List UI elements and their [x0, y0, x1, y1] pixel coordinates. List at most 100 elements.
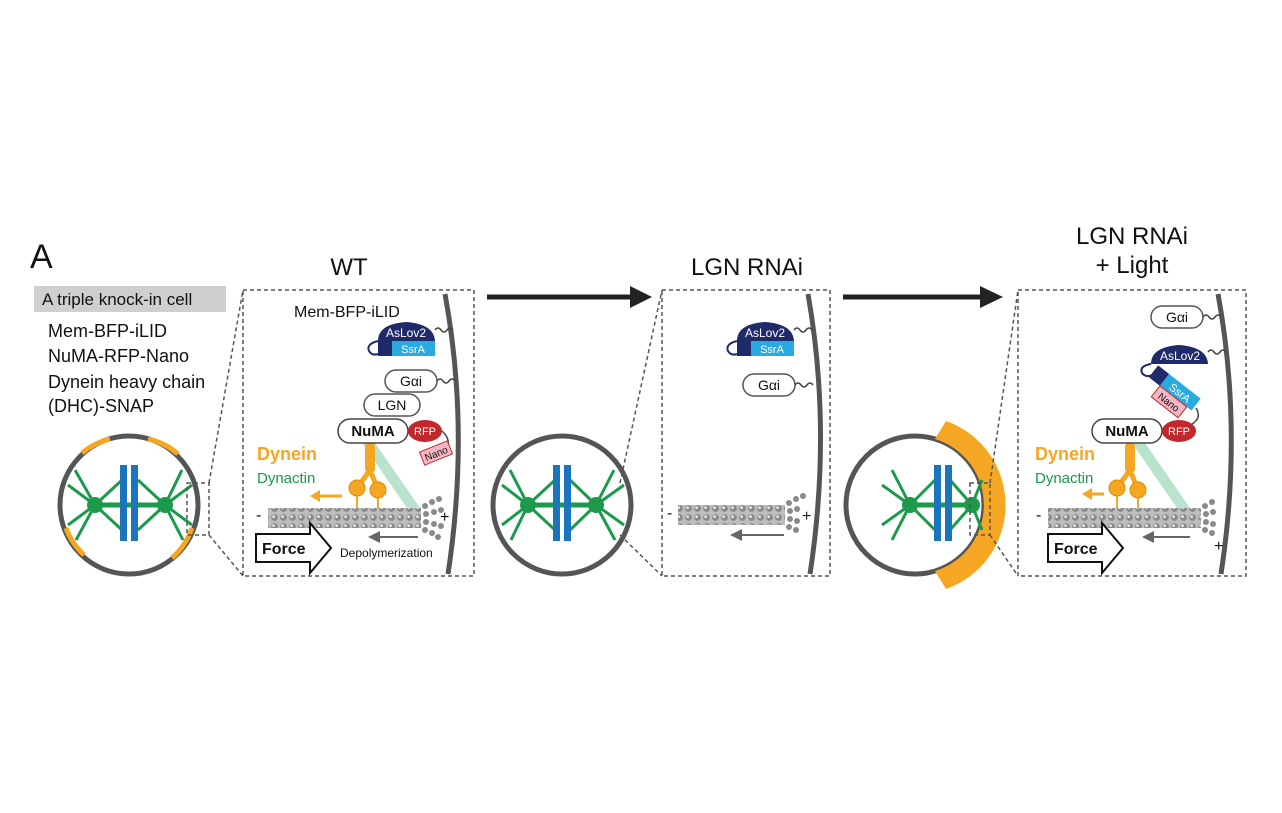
ssra-dark-block [737, 341, 751, 356]
dynactin-label: Dynactin [1035, 470, 1093, 487]
anchor-squiggle [436, 378, 456, 384]
zoom-region [186, 482, 210, 536]
mt-minus-end: - [256, 507, 261, 524]
ssra-label: SsrA [760, 344, 785, 356]
cell-membrane [57, 433, 201, 577]
force-label: Force [1054, 541, 1098, 558]
dynein-motion-arrowhead [310, 490, 320, 502]
cortex-membrane [1215, 293, 1234, 575]
spindle-pole [520, 497, 536, 513]
ssra-domain [751, 341, 794, 356]
galphai-label: Gαi [1166, 309, 1188, 325]
panel-title-light-2: + Light [1096, 252, 1169, 279]
microtubule [1048, 508, 1201, 528]
ilid-tether [1140, 363, 1153, 378]
microtubule-frayed-end [1202, 499, 1216, 536]
panel-letter: A [30, 238, 53, 276]
cell-membrane [490, 433, 634, 577]
transition-arrowhead [980, 286, 1003, 308]
cortex-membrane [442, 293, 461, 575]
anchor-squiggle [794, 382, 814, 388]
galphai-label: Gαi [400, 373, 422, 389]
anchor-squiggle [1202, 314, 1222, 320]
zoom-line [619, 534, 663, 577]
ssra-domain [392, 341, 435, 356]
ssra-domain [1159, 374, 1201, 411]
ilid-tether [726, 340, 738, 356]
aslov2-domain [737, 322, 794, 341]
mt-minus-end: - [667, 505, 672, 522]
cortex-membrane [805, 293, 824, 575]
spindle-pole [588, 497, 604, 513]
chromosome-plate [945, 465, 952, 541]
panel-title-rnai: LGN RNAi [691, 254, 803, 281]
spindle-pole [964, 497, 980, 513]
lgn-protein [363, 393, 421, 417]
anchor-squiggle [434, 327, 454, 333]
zoom-line [989, 289, 1019, 484]
anchor-squiggle [1207, 349, 1227, 355]
aslov2-domain [378, 322, 435, 341]
dynein-motor [348, 443, 387, 508]
mt-plus-end: + [802, 508, 811, 525]
nano-tag [418, 440, 454, 466]
nano-linker [1191, 407, 1199, 425]
mt-plus-end: + [440, 509, 449, 526]
mt-minus-end: - [1036, 507, 1041, 524]
aslov2-label: AsLov2 [745, 326, 785, 340]
cell-wt [57, 433, 210, 577]
panel-title-wt: WT [330, 254, 368, 281]
legend: A triple knock-in cell Mem-BFP-iLID NuMA… [34, 286, 226, 416]
zoom-box-light [1017, 289, 1247, 577]
mt-plus-end: + [1214, 538, 1223, 555]
dynein-label: Dynein [257, 444, 317, 464]
zoom-line [208, 534, 244, 577]
depolymerization-label: Depolymerization [340, 546, 433, 560]
cortical-dynein-arc [147, 436, 180, 456]
cortical-dynein-crescent [935, 421, 1006, 589]
depolymerization-arrowhead [730, 529, 742, 541]
dynactin-label: Dynactin [257, 470, 315, 487]
lgn-label: LGN [378, 397, 407, 413]
depolymerization-arrowhead [1142, 531, 1154, 543]
spindle-pole [157, 497, 173, 513]
rfp-tag [408, 420, 442, 442]
ilid-tether [367, 340, 379, 356]
microtubule-frayed-end [786, 493, 806, 533]
zoom-box-wt [242, 289, 475, 577]
ssra-dark-block [378, 341, 392, 356]
nano-tag [1150, 385, 1188, 419]
aslov2-domain [1151, 345, 1208, 364]
dynein-motor [1108, 443, 1147, 508]
rfp-label: RFP [1168, 426, 1190, 438]
transition-arrowhead [630, 286, 652, 308]
aslov2-label: AsLov2 [386, 326, 426, 340]
dynein-label: Dynein [1035, 444, 1095, 464]
legend-line-2: NuMA-RFP-Nano [48, 346, 189, 366]
zoom-line [208, 289, 244, 484]
legend-line-4: (DHC)-SNAP [48, 396, 154, 416]
force-label: Force [262, 541, 306, 558]
zoom-line [619, 289, 663, 484]
cell-light [843, 421, 1006, 589]
dynactin-complex [1132, 443, 1190, 508]
legend-title: A triple knock-in cell [42, 290, 192, 309]
zoom-box-rnai [661, 289, 831, 577]
numa-label: NuMA [351, 423, 394, 440]
force-arrow [255, 520, 333, 576]
chromosome-plate [564, 465, 571, 541]
mem-label: Mem-BFP-iLID [294, 304, 400, 321]
chromosome-plate [131, 465, 138, 541]
dynein-motion-arrowhead [1082, 488, 1092, 500]
numa-label: NuMA [1105, 423, 1148, 440]
dynactin-complex [362, 443, 420, 508]
rfp-tag [1162, 420, 1196, 442]
force-arrow [1047, 520, 1125, 576]
spindle-pole [902, 497, 918, 513]
zoom-line [989, 534, 1019, 577]
microtubule-frayed-end [422, 496, 444, 540]
anchor-squiggle [793, 327, 813, 333]
legend-line-3: Dynein heavy chain [48, 372, 205, 392]
microtubule [268, 508, 421, 528]
